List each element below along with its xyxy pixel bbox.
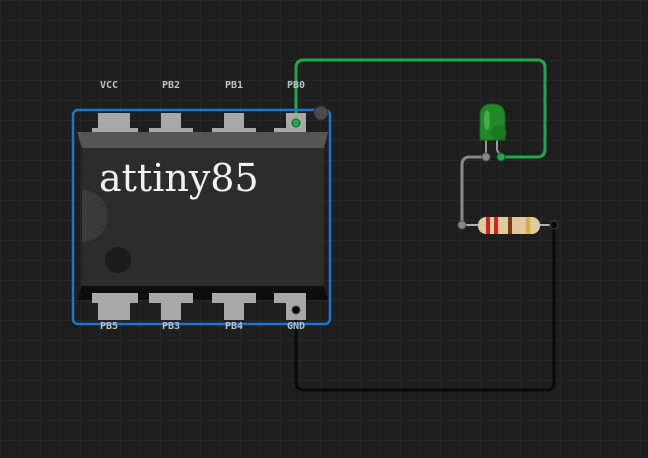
resistor-band-1 xyxy=(486,217,490,234)
pin-label-gnd: GND xyxy=(287,321,305,332)
pin-pb5[interactable] xyxy=(92,293,138,320)
pin-label-pb3: PB3 xyxy=(162,321,180,332)
resistor-band-4 xyxy=(526,217,530,234)
led-cathode-pin[interactable] xyxy=(481,152,491,162)
resistor-band-2 xyxy=(494,217,498,234)
resistor-right-pin[interactable] xyxy=(549,220,559,230)
pin-pb1[interactable] xyxy=(212,113,256,138)
bottom-pins xyxy=(92,293,306,320)
selection-outline xyxy=(71,108,332,326)
top-pins xyxy=(92,113,306,138)
wire-pb0-to-led[interactable] xyxy=(294,58,547,159)
wire-endpoint-gnd[interactable] xyxy=(291,305,301,315)
pin-label-vcc: VCC xyxy=(100,80,118,91)
resistor-left-pin[interactable] xyxy=(457,220,467,230)
pin-label-pb2: PB2 xyxy=(162,80,180,91)
pin-pb4[interactable] xyxy=(212,293,256,320)
led-component[interactable] xyxy=(479,103,507,162)
led-anode-pin[interactable] xyxy=(496,152,506,162)
wire-led-to-resistor[interactable] xyxy=(460,155,486,225)
wires xyxy=(294,58,556,392)
led-lens-dot xyxy=(491,125,507,141)
chip-body-top-bevel xyxy=(77,132,328,148)
pin-gnd[interactable] xyxy=(274,293,306,320)
pin-label-pb1: PB1 xyxy=(225,80,243,91)
pin-labels: VCC PB2 PB1 PB0 PB5 PB3 PB4 GND xyxy=(100,80,305,332)
pin-label-pb5: PB5 xyxy=(100,321,118,332)
resistor-component[interactable] xyxy=(457,217,559,234)
pin-label-pb4: PB4 xyxy=(225,321,243,332)
chip-body-bottom-bevel xyxy=(77,286,328,300)
led-highlight xyxy=(484,110,490,130)
chip-notch xyxy=(82,190,108,242)
pin-label-pb0: PB0 xyxy=(287,80,305,91)
wire-endpoint-pb0[interactable] xyxy=(291,118,301,128)
pin-vcc[interactable] xyxy=(92,113,138,138)
chip-label: attiny85 xyxy=(99,156,259,200)
pin-pb2[interactable] xyxy=(149,113,193,138)
rotate-handle[interactable] xyxy=(313,105,329,121)
pin-pb3[interactable] xyxy=(149,293,193,320)
resistor-band-3 xyxy=(508,217,512,234)
wire-resistor-to-gnd[interactable] xyxy=(294,225,556,392)
attiny85-chip[interactable]: attiny85 xyxy=(71,105,332,326)
chip-pin1-dot xyxy=(105,247,131,273)
